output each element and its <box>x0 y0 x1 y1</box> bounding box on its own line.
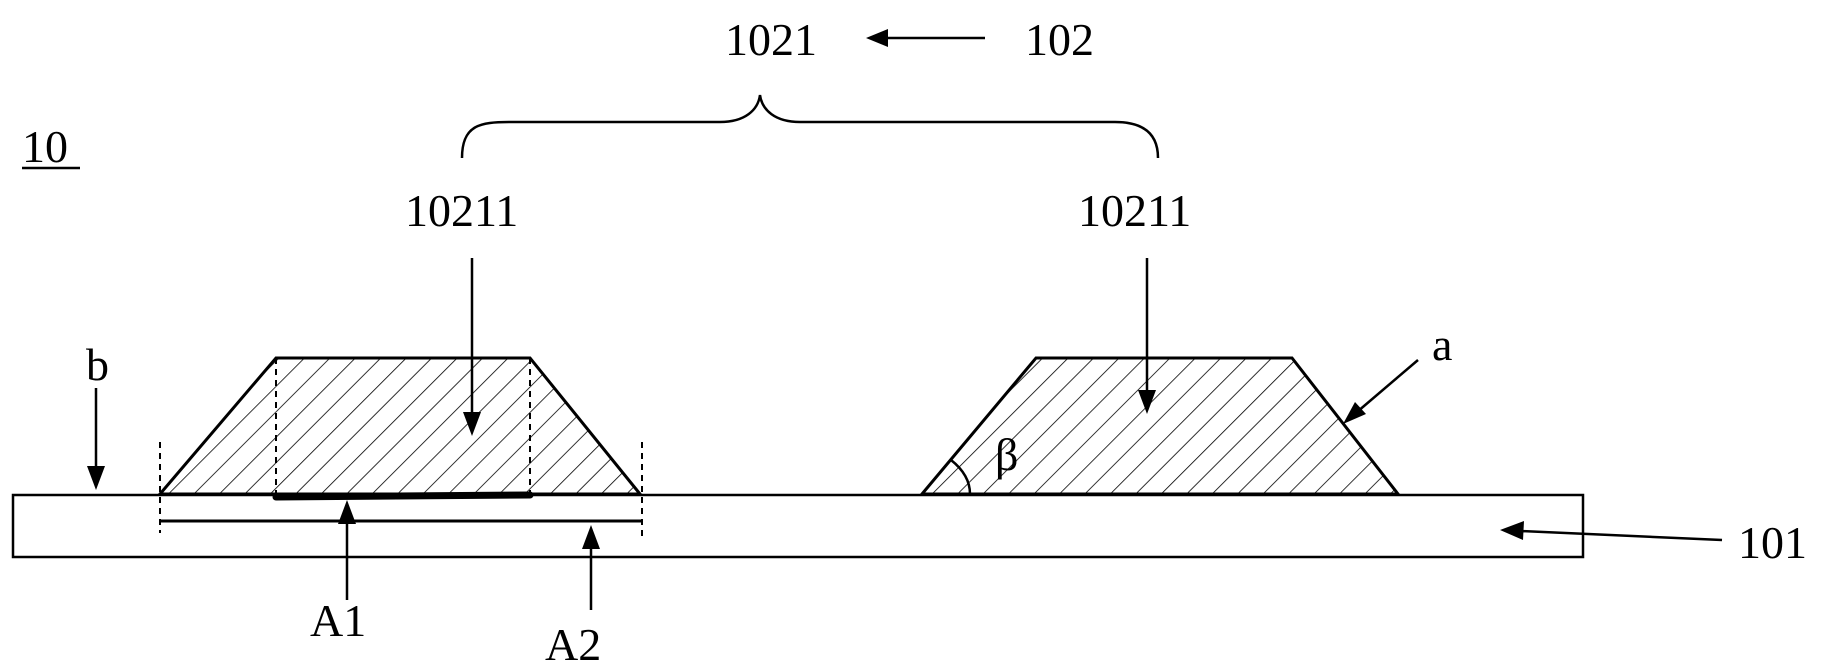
arrow-102-head <box>866 29 888 47</box>
surface-b-label: b <box>86 339 109 390</box>
area2-label: A2 <box>545 619 601 670</box>
group-brace <box>460 94 1160 159</box>
island-right-label: 10211 <box>1078 185 1191 236</box>
angle-label: β <box>995 429 1018 480</box>
arrow-a-head <box>1343 402 1366 424</box>
substrate-label: 101 <box>1738 517 1807 568</box>
area-a1-line <box>272 491 534 501</box>
arrow-a-line <box>1356 359 1419 413</box>
arrow-left-island-head <box>463 412 481 436</box>
island-right <box>918 356 1402 496</box>
figure-label: 10 <box>22 121 68 172</box>
island-left-label: 10211 <box>405 185 518 236</box>
angle-arc <box>950 459 972 495</box>
arrow-101-line <box>1519 529 1723 542</box>
island-left <box>156 356 644 496</box>
arrow-a2-head <box>582 525 600 549</box>
group-parent-label: 102 <box>1025 14 1094 65</box>
arrow-a1-head <box>338 500 356 524</box>
group-label: 1021 <box>725 14 817 65</box>
substrate-101 <box>11 493 1585 559</box>
area1-label: A1 <box>310 595 366 646</box>
arrow-right-island-head <box>1138 390 1156 414</box>
side-a-label: a <box>1432 319 1452 370</box>
arrow-b-head <box>87 466 105 490</box>
arrow-101-head <box>1500 521 1524 540</box>
